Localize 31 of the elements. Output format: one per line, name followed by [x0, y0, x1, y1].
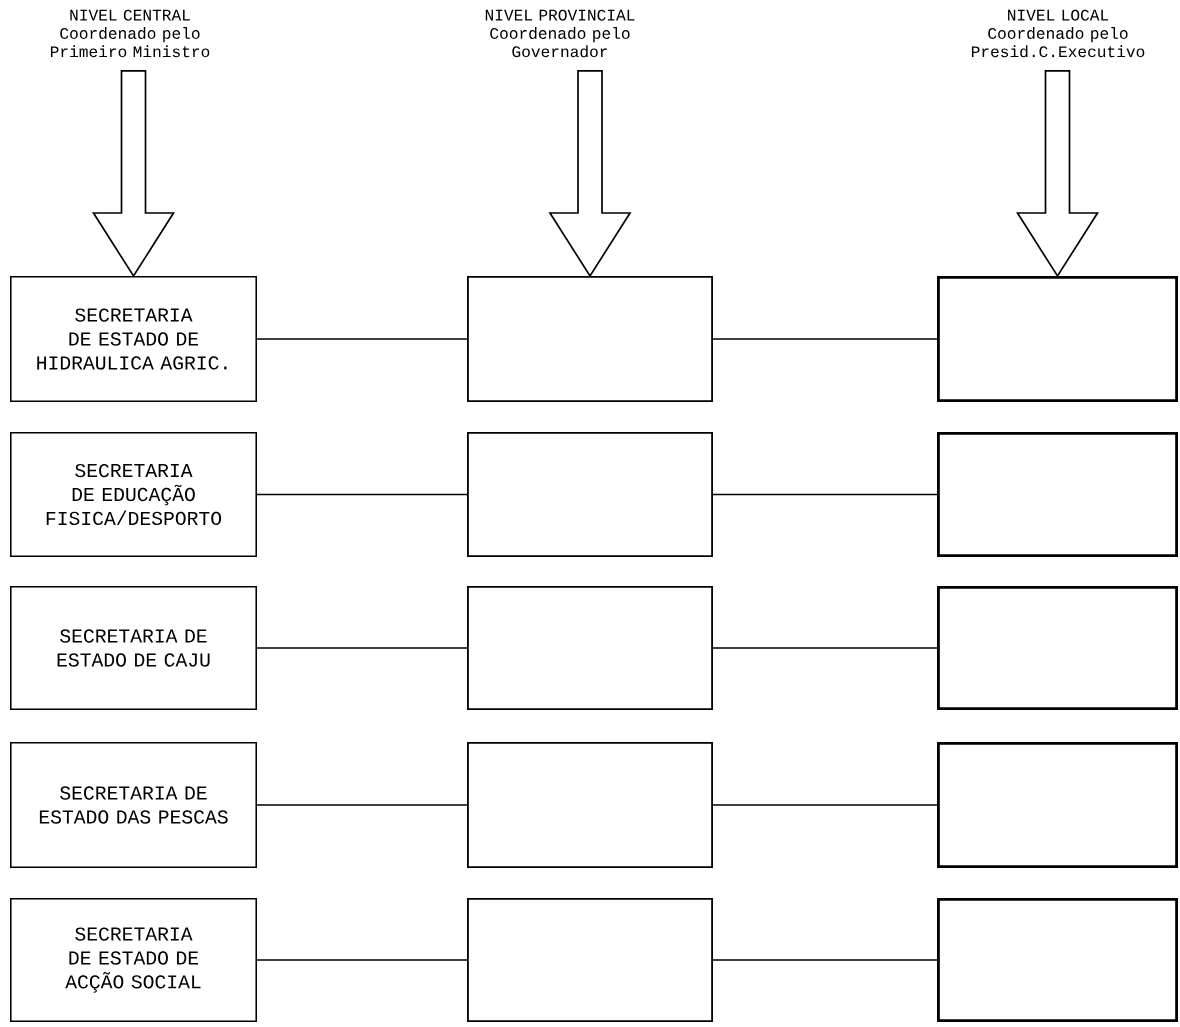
- empty-box: [467, 276, 713, 402]
- connector-line: [712, 959, 938, 961]
- block-arrow: [91, 70, 176, 278]
- empty-box: [937, 742, 1178, 868]
- connector-line: [712, 338, 938, 340]
- empty-box: [937, 432, 1178, 557]
- block-arrow: [548, 70, 632, 278]
- empty-box: [937, 276, 1178, 402]
- block-arrow: [1015, 70, 1100, 278]
- connector-line: [256, 804, 468, 806]
- connector-line: [712, 647, 938, 649]
- agency-box: SECRETARIA DE ESTADO DE ACÇÃO SOCIAL: [10, 898, 257, 1022]
- empty-box: [467, 586, 713, 710]
- connector-line: [712, 804, 938, 806]
- agency-box: SECRETARIA DE ESTADO DE CAJU: [10, 586, 257, 710]
- column-heading: NIVEL CENTRAL Coordenado pelo Primeiro Ministro: [50, 9, 210, 58]
- empty-box: [467, 432, 713, 557]
- empty-box: [467, 742, 713, 868]
- agency-box: SECRETARIA DE ESTADO DE HIDRAULICA AGRIC.: [10, 276, 257, 402]
- connector-line: [256, 338, 468, 340]
- empty-box: [467, 898, 713, 1022]
- connector-line: [256, 493, 468, 496]
- connector-line: [712, 493, 938, 496]
- agency-box: SECRETARIA DE EDUCAÇÃO FISICA/DESPORTO: [10, 432, 257, 557]
- connector-line: [256, 959, 468, 961]
- agency-box: SECRETARIA DE ESTADO DAS PESCAS: [10, 742, 257, 868]
- empty-box: [937, 586, 1178, 710]
- column-heading: NIVEL LOCAL Coordenado pelo Presid.C.Executivo: [971, 9, 1145, 58]
- empty-box: [937, 898, 1178, 1022]
- column-heading: NIVEL PROVINCIAL Coordenado pelo Governador: [485, 9, 635, 58]
- connector-line: [256, 647, 468, 649]
